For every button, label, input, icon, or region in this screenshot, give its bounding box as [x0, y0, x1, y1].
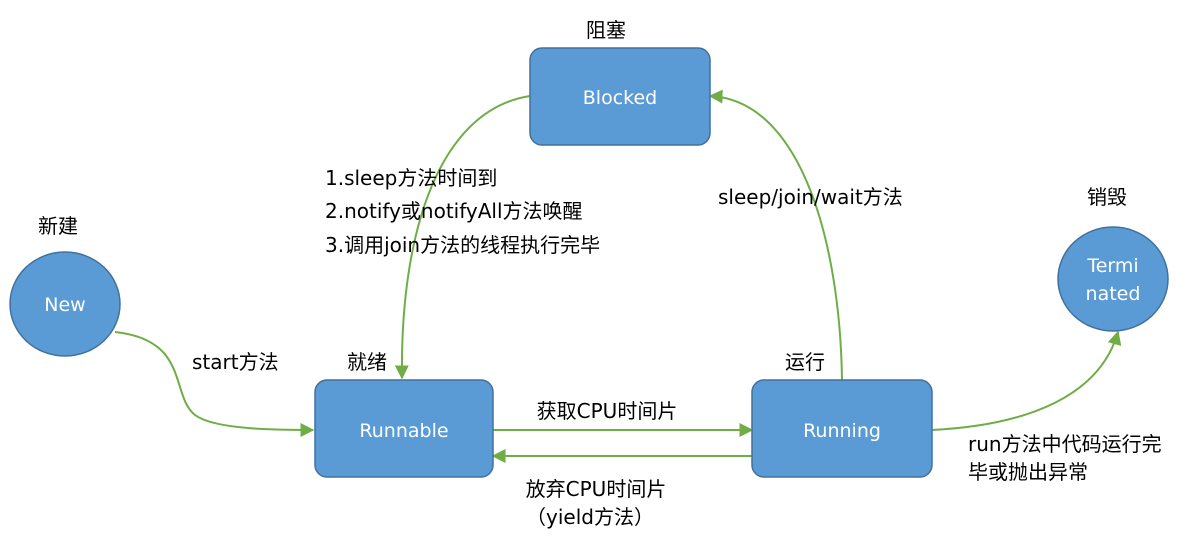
node-runnable: Runnable — [314, 379, 494, 478]
node-new: New — [9, 251, 121, 357]
node-blocked: Blocked — [529, 47, 711, 146]
edge-label-start: start方法 — [192, 350, 279, 374]
edge-label-terminate-line2: 毕或抛出异常 — [968, 460, 1088, 484]
edge-blocked-to-runnable — [394, 95, 531, 380]
node-new-label: New — [44, 294, 85, 316]
edge-label-yield-line1: 放弃CPU时间片 — [526, 477, 667, 501]
edge-running-to-terminated — [931, 330, 1122, 431]
node-terminated-label-line1: Termi — [1086, 255, 1138, 277]
edge-label-wakeup-line3: 3.调用join方法的线程执行完毕 — [325, 233, 600, 257]
node-terminated-label-line2: nated — [1086, 283, 1141, 305]
node-running: Running — [751, 379, 933, 478]
edge-label-terminate-line1: run方法中代码运行完 — [968, 432, 1162, 456]
edge-label-wakeup-line2: 2.notify或notifyAll方法唤醒 — [325, 199, 583, 223]
edge-label-yield-line2: （yield方法） — [526, 505, 654, 529]
caption-terminated: 销毁 — [1087, 185, 1127, 209]
caption-runnable: 就绪 — [347, 350, 387, 374]
node-running-label: Running — [803, 420, 881, 442]
edge-label-wakeup-line1: 1.sleep方法时间到 — [325, 166, 497, 190]
caption-running: 运行 — [785, 350, 825, 374]
edge-running-to-blocked — [708, 89, 843, 381]
edge-new-to-runnable — [114, 331, 315, 437]
caption-blocked: 阻塞 — [586, 18, 626, 42]
node-terminated: Termi nated — [1057, 226, 1169, 332]
node-runnable-label: Runnable — [359, 420, 448, 442]
caption-new: 新建 — [38, 214, 78, 238]
edge-label-sleep-join-wait: sleep/join/wait方法 — [718, 185, 903, 209]
node-blocked-label: Blocked — [583, 87, 657, 109]
edge-label-acquire-cpu: 获取CPU时间片 — [537, 399, 678, 423]
